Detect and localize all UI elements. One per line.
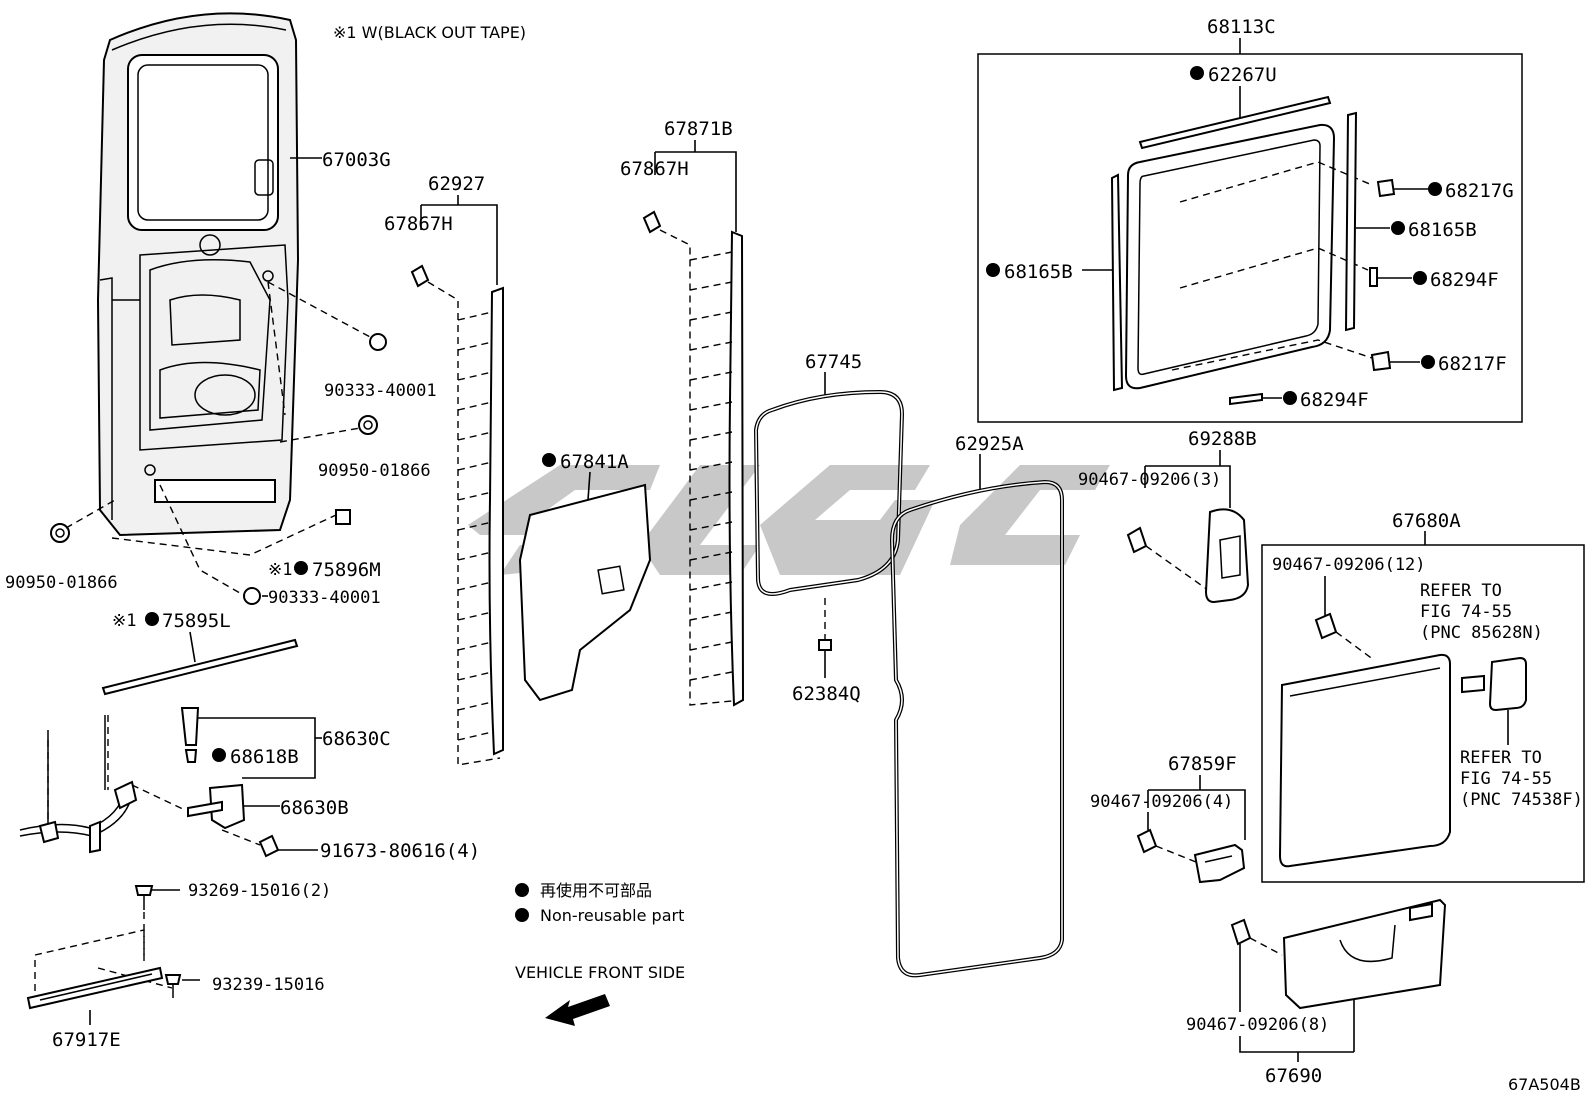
label-69288B: 69288B (1188, 428, 1257, 450)
trim-panel-67841A (518, 483, 652, 702)
latch-assembly (19, 715, 186, 854)
black-out-tape (101, 638, 299, 696)
trim-assembly-box (1261, 544, 1585, 883)
label-90333-40001-b: 90333-40001 (268, 588, 381, 608)
legend-dot-icon (515, 883, 529, 897)
label-67003G: 67003G (322, 149, 391, 171)
emblem-icon (1461, 674, 1485, 694)
direction-label: VEHICLE FRONT SIDE (515, 963, 685, 982)
belt-molding (1138, 95, 1332, 150)
label-68294F-b: 68294F (1300, 389, 1369, 411)
label-67745: 67745 (805, 351, 862, 373)
label-90333-40001-a: 90333-40001 (324, 381, 437, 401)
label-67859F: 67859F (1168, 753, 1237, 775)
label-93269-15016: 93269-15016(2) (188, 881, 331, 901)
clip-icon (410, 264, 430, 288)
tape-piece-icon (335, 509, 351, 525)
screw-icon (164, 974, 182, 985)
label-67690: 67690 (1265, 1065, 1322, 1087)
label-93239-15016: 93239-15016 (212, 975, 325, 995)
label-62384Q: 62384Q (792, 683, 861, 705)
run-channel-left (1110, 173, 1124, 392)
refer-a-line1: REFER TO (1420, 581, 1502, 601)
label-68165B-b: 68165B (1004, 261, 1073, 283)
legend-en: Non-reusable part (540, 906, 684, 925)
grommet-icon (50, 523, 70, 543)
clip-icon (184, 749, 198, 763)
label-68630B: 68630B (280, 797, 349, 819)
label-68217F: 68217F (1438, 353, 1507, 375)
legend-dot-icon (515, 908, 529, 922)
label-62925A: 62925A (955, 433, 1024, 455)
lower-trim-67690 (1282, 898, 1447, 1010)
label-62927: 62927 (428, 173, 485, 195)
label-75896M: 75896M (312, 559, 381, 581)
grommet-icon (358, 415, 378, 435)
label-67871B: 67871B (664, 118, 733, 140)
clip-icon (642, 210, 662, 234)
bracket-67859F (1193, 843, 1246, 884)
label-67867H-a: 67867H (384, 213, 453, 235)
label-62267U: 62267U (1208, 64, 1277, 86)
legend-jp: 再使用不可部品 (540, 881, 652, 900)
grip-handle (1204, 508, 1250, 604)
plug-icon (369, 333, 387, 351)
drawing-code: 67A504B (1508, 1075, 1581, 1094)
front-direction-arrow-icon (545, 994, 610, 1026)
spacer-icon (1229, 392, 1263, 406)
plug-icon (243, 587, 261, 605)
spacer-icon (1369, 267, 1378, 287)
label-90950-01866-b: 90950-01866 (5, 573, 118, 593)
refer-a-line3: (PNC 85628N) (1420, 623, 1543, 643)
tape-note: ※1 W(BLACK OUT TAPE) (333, 23, 526, 42)
back-door-panel (96, 12, 300, 537)
label-68165B-a: 68165B (1408, 219, 1477, 241)
label-91673-80616: 91673-80616(4) (320, 840, 480, 862)
run-channel-right (1344, 111, 1358, 332)
screw-icon (134, 885, 154, 896)
label-90467-09206-8: 90467-09206(8) (1186, 1015, 1329, 1035)
lock-bracket-icon (208, 783, 246, 830)
cover-plate-icon (1488, 656, 1527, 712)
pin-icon (180, 707, 200, 746)
label-90467-09206-4: 90467-09206(4) (1090, 792, 1233, 812)
label-68113C: 68113C (1207, 16, 1276, 38)
door-weatherstrip-67871B (728, 230, 745, 707)
refer-b-line1: REFER TO (1460, 748, 1542, 768)
mark-75896M: ※1 (268, 560, 292, 580)
label-68294F-a: 68294F (1430, 269, 1499, 291)
label-67867H-b: 67867H (620, 158, 689, 180)
label-75895L: 75895L (162, 610, 231, 632)
label-67841A: 67841A (560, 451, 629, 473)
clip-icon (1136, 828, 1158, 854)
refer-b-line2: FIG 74-55 (1460, 769, 1552, 789)
door-weatherstrip-62927 (488, 286, 504, 756)
clip-icon (1376, 178, 1396, 198)
clip-icon (1314, 612, 1338, 640)
label-68217G: 68217G (1445, 180, 1514, 202)
clip-icon (818, 639, 832, 651)
trim-board-67680A (1278, 653, 1451, 868)
clip-icon (1230, 918, 1252, 946)
clip-icon (1370, 350, 1392, 372)
label-68618B: 68618B (230, 746, 299, 768)
bolt-icon (258, 834, 280, 858)
window-glass-frame (1124, 123, 1336, 390)
label-90950-01866-a: 90950-01866 (318, 461, 431, 481)
label-90467-09206-12: 90467-09206(12) (1272, 555, 1426, 575)
label-90467-09206-3: 90467-09206(3) (1078, 470, 1221, 490)
label-67680A: 67680A (1392, 510, 1461, 532)
mark-75895L: ※1 (112, 611, 136, 631)
window-assembly-box (977, 53, 1523, 423)
refer-b-line3: (PNC 74538F) (1460, 790, 1583, 810)
label-67917E: 67917E (52, 1029, 121, 1051)
label-68630C: 68630C (322, 728, 391, 750)
refer-a-line2: FIG 74-55 (1420, 602, 1512, 622)
clip-icon (1126, 526, 1148, 554)
